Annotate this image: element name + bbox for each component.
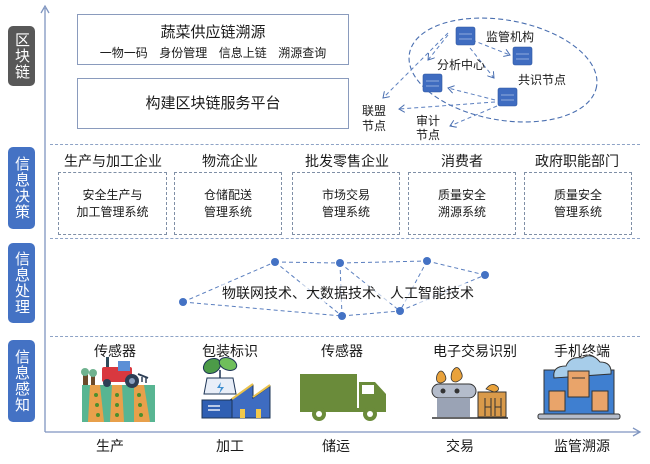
edge (339, 260, 428, 264)
sensing-title: 包装标识 (202, 344, 258, 360)
layer-tag-processing: 信息处理 (8, 243, 35, 323)
network-node (336, 259, 344, 267)
function-item: 身份管理 (159, 46, 208, 60)
function-item: 溯源查询 (278, 46, 327, 60)
system-box: 安全生产与 加工管理系统 (58, 172, 167, 235)
network-node (396, 307, 404, 315)
entity-title: 批发零售企业 (305, 154, 389, 170)
entity-title: 政府职能部门 (535, 154, 619, 170)
system-line: 安全生产与 (82, 187, 143, 202)
edge (399, 274, 486, 312)
edge (450, 105, 498, 126)
sensing-title: 电子交易识别 (433, 344, 517, 360)
green-factory-icon (201, 357, 271, 419)
function-item: 信息上链 (218, 46, 267, 60)
system-line: 管理系统 (321, 204, 370, 219)
layer-tag-decision: 信息决策 (8, 147, 35, 229)
network-node (423, 257, 431, 265)
edge (339, 262, 343, 317)
trace-title: 蔬菜供应链溯源 (160, 23, 266, 41)
conveyor-icon (431, 367, 508, 419)
system-line: 加工管理系统 (76, 204, 149, 219)
stage-label: 生产 (96, 439, 124, 455)
system-box: 仓储配送 管理系统 (174, 172, 282, 235)
edge (399, 101, 496, 109)
system-line: 溯源系统 (437, 204, 486, 219)
edge (274, 261, 341, 264)
edge (426, 260, 486, 276)
trace-box: 蔬菜供应链溯源 一物一码 身份管理 信息上链 溯源查询 (77, 14, 349, 65)
database-icon-consensus (512, 46, 533, 66)
system-line: 质量安全 (437, 187, 486, 202)
entity-title: 物流企业 (202, 154, 258, 170)
edge (428, 34, 449, 60)
cloud-laptop-icon (537, 355, 621, 420)
stage-label: 监管溯源 (554, 439, 610, 455)
edge (448, 88, 496, 101)
entity-title: 消费者 (441, 154, 483, 170)
trace-functions: 一物一码 身份管理 信息上链 溯源查询 (78, 44, 348, 61)
separator-decision-processing (50, 238, 640, 239)
system-line: 质量安全 (553, 187, 602, 202)
function-item: 一物一码 (99, 46, 148, 60)
stage-label: 加工 (216, 439, 244, 455)
system-line: 仓储配送 (203, 187, 252, 202)
stage-label: 储运 (322, 439, 350, 455)
system-box: 质量安全 管理系统 (524, 172, 632, 235)
technologies-label: 物联网技术、大数据技术、人工智能技术 (222, 283, 474, 303)
system-box: 质量安全 溯源系统 (408, 172, 516, 235)
edge (383, 32, 449, 98)
network-node (179, 298, 187, 306)
sensing-title: 传感器 (94, 344, 136, 360)
node-label-regulator: 监管机构 (486, 30, 535, 44)
layer-tag-blockchain: 区块链 (8, 26, 35, 86)
edge (182, 301, 343, 317)
system-line: 管理系统 (553, 204, 602, 219)
edge (182, 261, 276, 303)
network-node (338, 312, 346, 320)
sensing-title: 传感器 (321, 344, 363, 360)
system-box: 市场交易 管理系统 (292, 172, 400, 235)
layer-tag-sensing: 信息感知 (8, 340, 35, 422)
stage-label: 交易 (446, 439, 474, 455)
separator-processing-sensing (50, 336, 640, 337)
y-axis-arrow (40, 4, 50, 14)
node-label-consensus: 共识节点 (518, 73, 567, 87)
truck-icon (300, 374, 386, 421)
network-node (481, 271, 489, 279)
platform-box: 构建区块链服务平台 (77, 78, 349, 129)
entity-title: 生产与加工企业 (64, 154, 162, 170)
x-axis-arrow (632, 427, 642, 437)
sensing-title: 手机终端 (554, 344, 610, 360)
system-line: 管理系统 (203, 204, 252, 219)
tractor-field-icon (81, 357, 155, 422)
database-icon-regulator (455, 26, 476, 46)
node-label-audit: 审计节点 (416, 114, 441, 142)
network-node (271, 258, 279, 266)
database-icon-hub (497, 87, 518, 107)
network-boundary (408, 17, 598, 123)
system-line: 市场交易 (321, 187, 370, 202)
database-icon-analysis (422, 73, 443, 93)
separator-blockchain-decision (50, 144, 640, 145)
edge (341, 310, 401, 317)
node-label-analysis: 分析中心 (437, 58, 486, 72)
node-label-alliance: 联盟节点 (362, 104, 387, 133)
